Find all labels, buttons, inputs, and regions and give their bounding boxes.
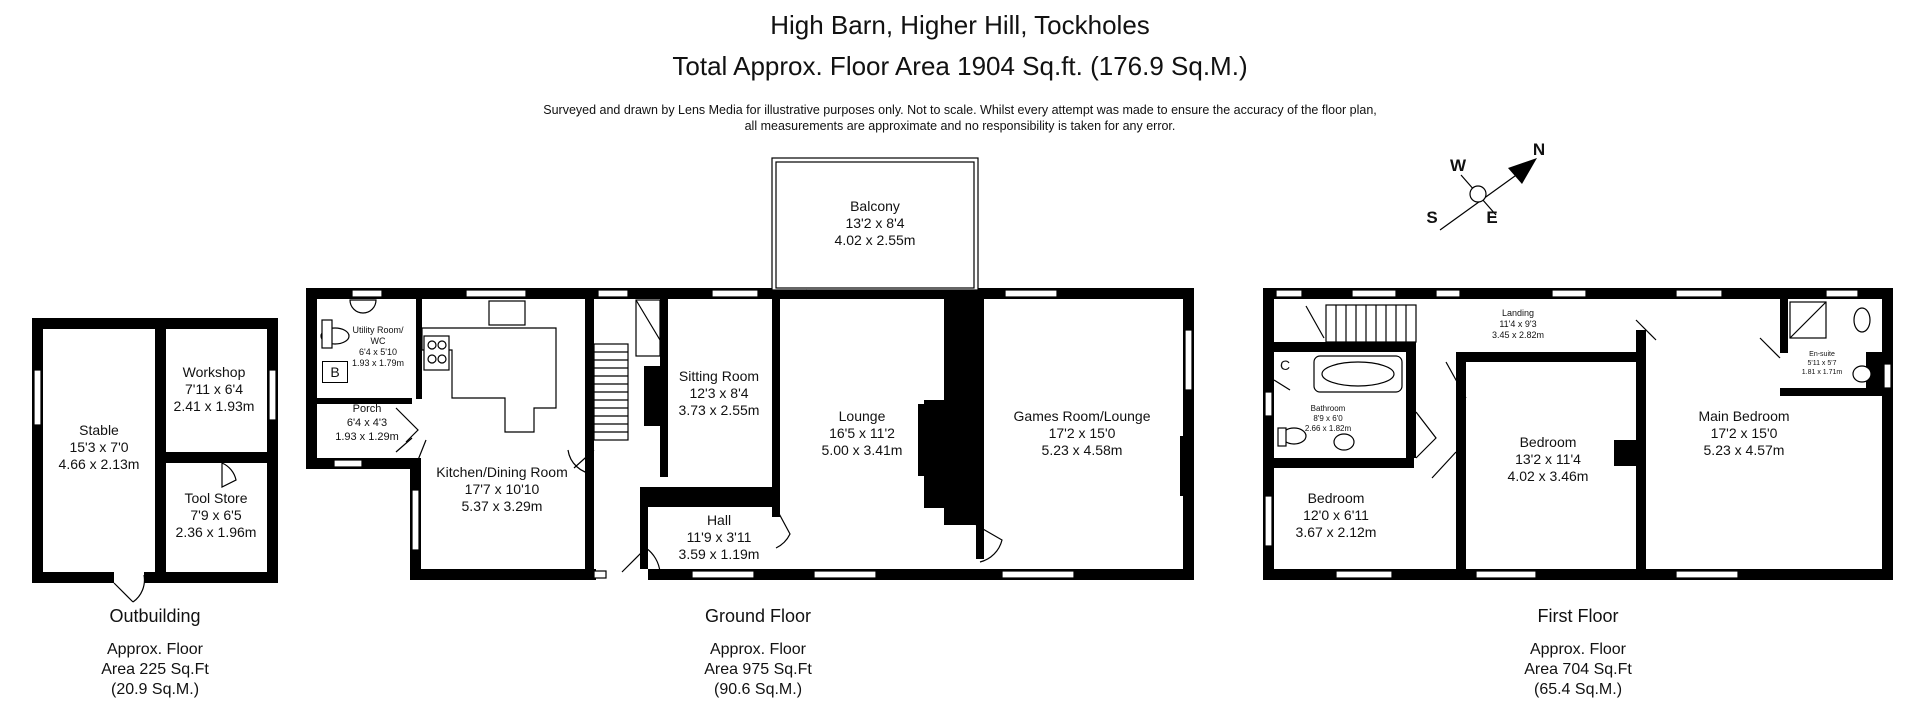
floor-name-outbuilding: Outbuilding	[109, 606, 201, 626]
page-title: High Barn, Higher Hill, Tockholes	[770, 10, 1150, 40]
compass-rose	[1439, 158, 1537, 231]
floor-name-ground: Ground Floor	[704, 606, 812, 626]
floor-name-first: First Floor	[1537, 606, 1619, 626]
first-floor-stairs	[1305, 304, 1417, 343]
compass-north-label: N	[1532, 140, 1546, 159]
disclaimer-line-1: Surveyed and drawn by Lens Media for ill…	[543, 103, 1377, 117]
disclaimer-line-2: all measurements are approximate and no …	[744, 119, 1176, 133]
compass-west-label: W	[1449, 156, 1467, 175]
ground-stairs	[593, 299, 661, 441]
compass-south-label: S	[1426, 208, 1438, 227]
floor-area-subtitle: Total Approx. Floor Area 1904 Sq.ft. (17…	[672, 51, 1248, 81]
cupboard-marker: C	[1280, 357, 1291, 373]
boiler-marker: B	[322, 361, 348, 383]
ground-floor-plan	[306, 157, 1194, 580]
first-floor-plan	[1263, 288, 1893, 580]
compass-east-label: E	[1486, 208, 1498, 227]
outbuilding-plan	[32, 318, 278, 603]
